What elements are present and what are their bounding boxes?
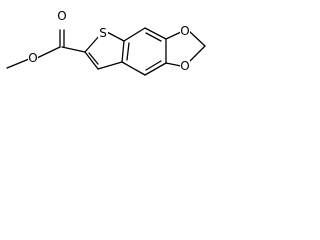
dioxole-oxygen-bottom-background: [180, 60, 190, 72]
bond-carbonyl-c2: [61, 46, 86, 53]
bond-obottom-c5: [165, 62, 182, 67]
dioxole-ring: [165, 30, 206, 67]
structure-diagram: O O S O O: [6, 9, 206, 76]
bond-c7-c6-inner: [145, 32, 162, 42]
bond-c7-c6: [144, 27, 167, 40]
bond-c5-c4-inner: [145, 60, 162, 71]
dioxole-oxygen-bottom-label: O: [180, 59, 189, 73]
carbonyl-oxygen-background: [57, 10, 67, 22]
bond-c3-c2-inner: [88, 52, 99, 65]
bond-s-c7a: [106, 31, 125, 42]
dioxole-oxygen-top-background: [180, 25, 190, 37]
bond-c2-s: [84, 34, 101, 53]
bond-c7a-c7: [123, 27, 146, 42]
bond-c5-c4: [144, 62, 167, 76]
bond-c7a-c3a-inner: [126, 42, 130, 61]
ester-oxygen-label: O: [28, 51, 37, 65]
ester-oxygen-background: [28, 52, 38, 64]
bond-o-carbonyl-carbon: [36, 46, 61, 59]
carbonyl-oxygen-label: O: [57, 9, 66, 23]
atom-labels: O O S O O: [28, 9, 190, 73]
benzene-ring: [121, 27, 167, 76]
methyl-ester-group: [6, 29, 86, 69]
bond-otop-ch2: [188, 30, 206, 47]
sulfur-background: [98, 27, 108, 39]
sulfur-label: S: [99, 26, 107, 40]
bond-c7a-c3a: [121, 40, 125, 63]
dioxole-oxygen-top-label: O: [180, 24, 189, 38]
bond-c3a-c3: [97, 61, 123, 70]
thiophene-ring: [84, 31, 125, 70]
bond-c3-c2: [84, 51, 99, 70]
bond-c6-otop: [165, 31, 182, 40]
bond-methyl-o: [6, 58, 30, 69]
bond-c4-c3a: [121, 61, 146, 76]
bond-ch2-obottom: [188, 45, 206, 63]
